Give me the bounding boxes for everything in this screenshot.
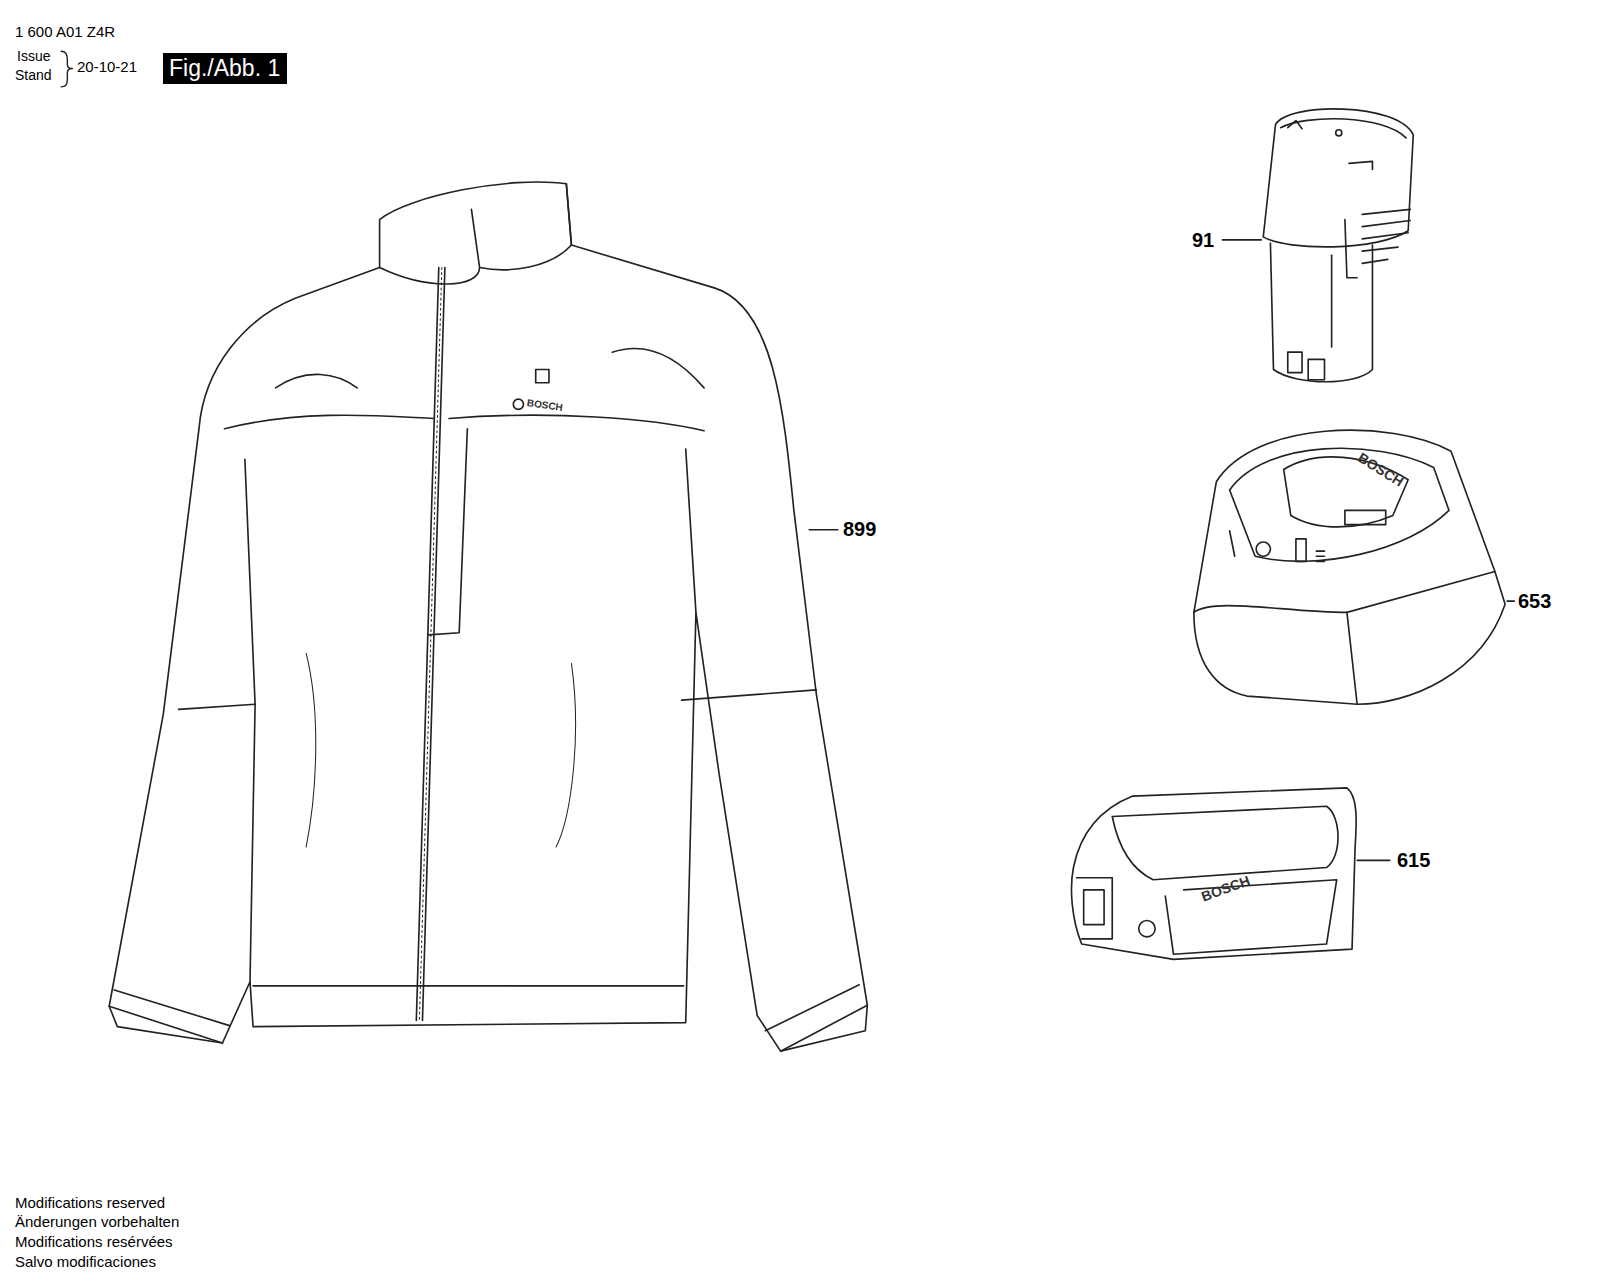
charger-drawing — [1194, 430, 1505, 704]
footer-note: Modifications resérvées — [15, 1234, 173, 1251]
callout-number: 91 — [1192, 229, 1214, 251]
leader-line — [1357, 860, 1390, 862]
leader-line — [1507, 600, 1514, 602]
callout-number: 899 — [843, 518, 876, 540]
stand-label: Stand — [15, 68, 52, 83]
footer-note: Modifications reserved — [15, 1195, 165, 1212]
jacket-drawing — [109, 182, 867, 1051]
leader-line — [809, 529, 838, 531]
footer-note: Salvo modificaciones — [15, 1254, 156, 1271]
figure-label: Fig./Abb. 1 — [163, 53, 287, 84]
callout-number: 653 — [1518, 590, 1551, 612]
issue-label: Issue — [17, 49, 50, 64]
battery-drawing — [1263, 109, 1413, 382]
callout-number: 615 — [1397, 849, 1430, 871]
brace — [61, 51, 72, 87]
part-number: 1 600 A01 Z4R — [15, 24, 115, 41]
footer-note: Änderungen vorbehalten — [15, 1214, 179, 1231]
leader-line — [1222, 239, 1261, 241]
issue-date: 20-10-21 — [77, 59, 137, 76]
adapter-drawing — [1071, 788, 1356, 959]
